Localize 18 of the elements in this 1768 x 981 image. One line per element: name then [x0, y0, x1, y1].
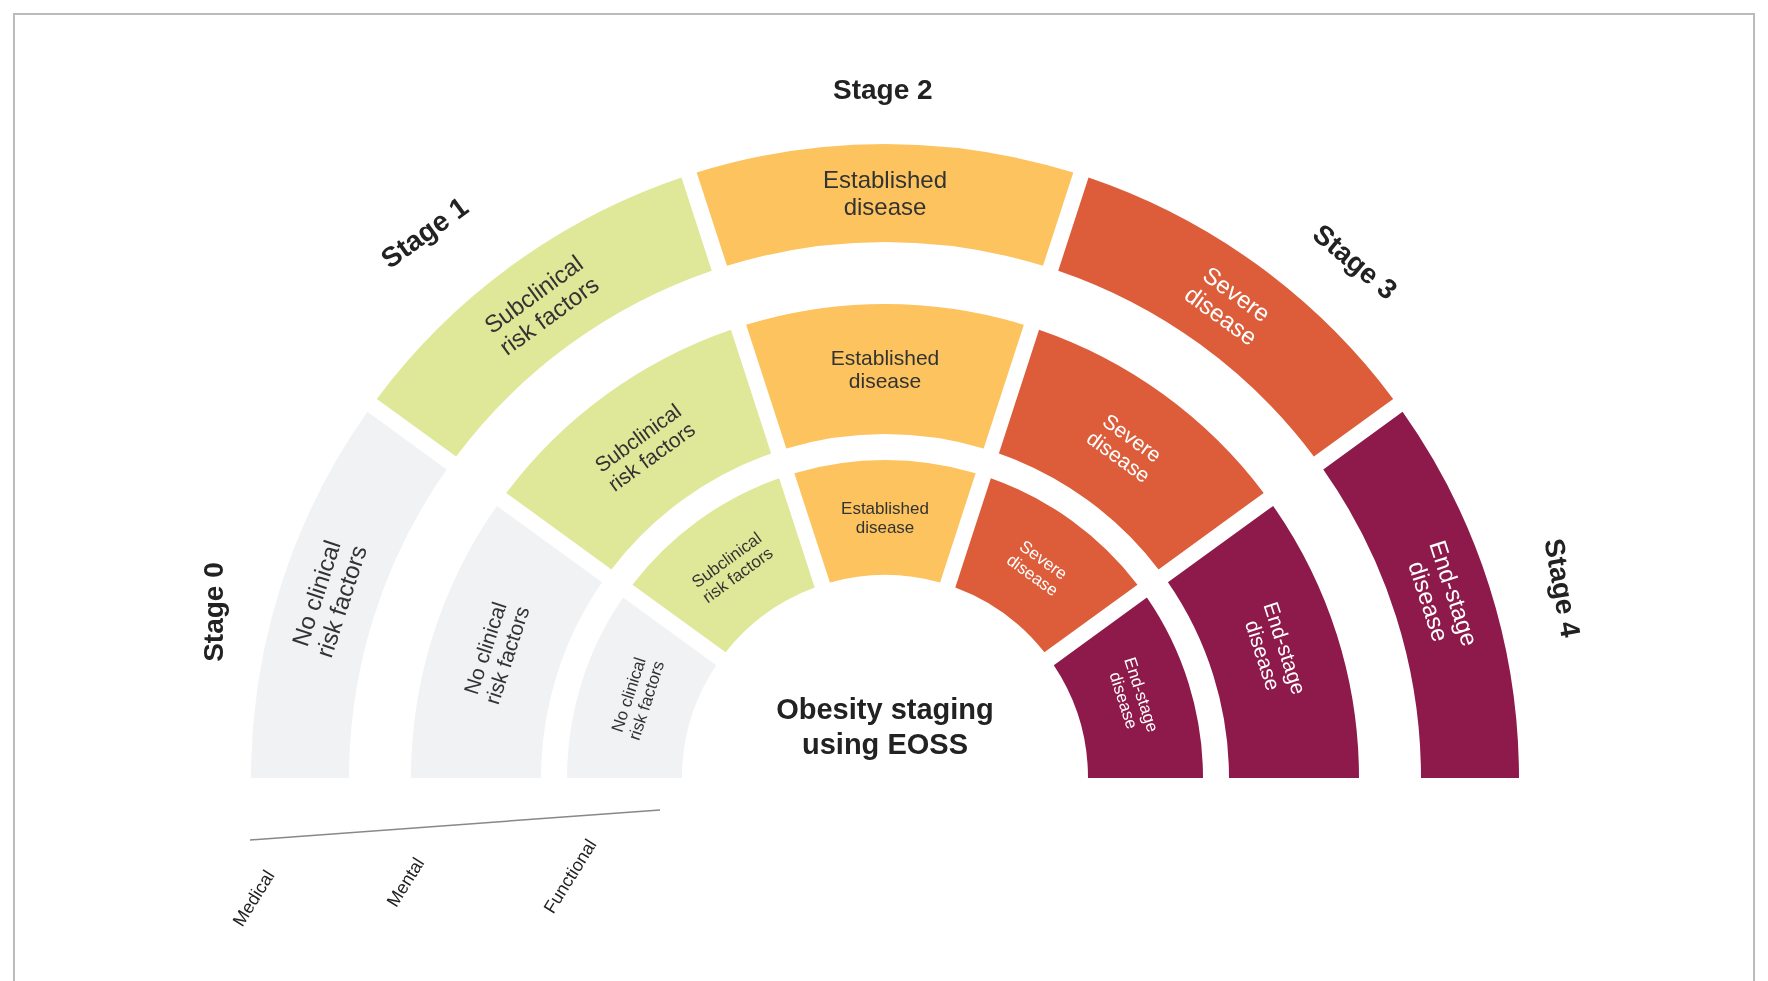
center-title: Obesity staging using EOSS — [775, 692, 995, 762]
segment-label: Established disease — [830, 345, 940, 392]
segment-label: Established disease — [841, 499, 929, 537]
stage-label: Stage 2 — [833, 74, 933, 106]
segment-label: No clinical risk factors — [286, 536, 372, 661]
segment-label: Established disease — [822, 166, 948, 220]
segment-label: No clinical risk factors — [459, 598, 534, 707]
arc-segment — [1323, 411, 1519, 778]
arc-segment — [1053, 597, 1203, 778]
stage-label: Stage 4 — [1537, 536, 1587, 640]
arc-segment — [794, 460, 976, 583]
arc-segment — [746, 304, 1024, 449]
stage-label: Stage 0 — [197, 562, 230, 662]
arc-segment — [1167, 505, 1359, 778]
arc-segment — [411, 505, 603, 778]
segment-label: No clinical risk factors — [607, 654, 669, 743]
arc-segment — [251, 411, 447, 778]
arc-segment — [696, 145, 1074, 266]
